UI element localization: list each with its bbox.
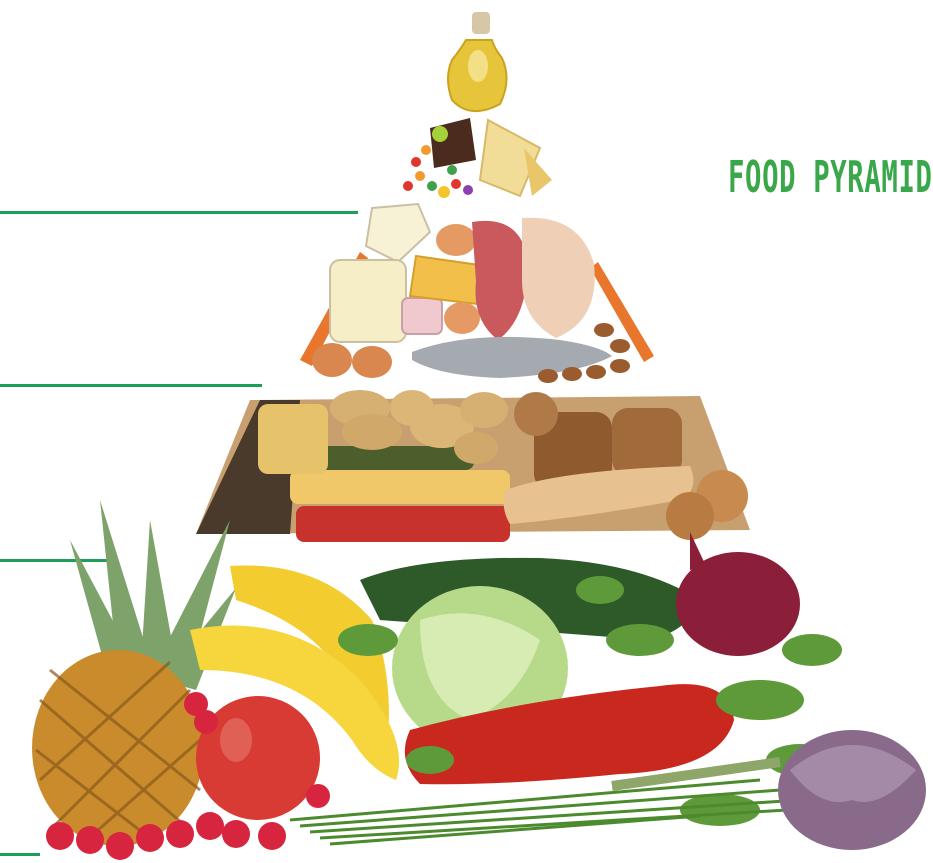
chocolate-bar — [430, 118, 476, 168]
tier-protein-dairy — [300, 204, 654, 383]
tier-grains-starches — [196, 390, 750, 542]
tier-fats-sweets — [403, 12, 552, 198]
oil-bottle — [448, 12, 507, 111]
tier-fruits-vegetables — [32, 500, 926, 860]
